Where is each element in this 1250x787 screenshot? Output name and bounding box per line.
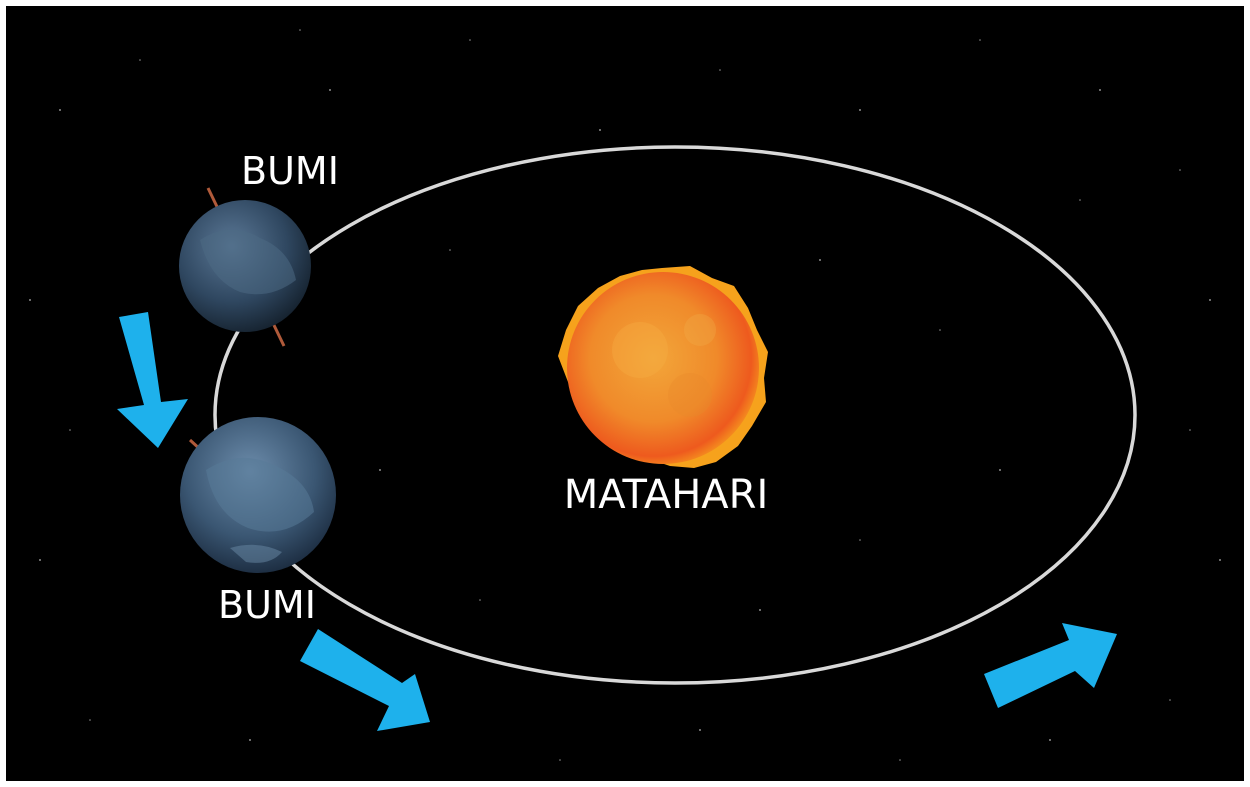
earth-icon bbox=[180, 417, 336, 573]
sun-icon bbox=[558, 266, 768, 468]
sun-label: MATAHARI bbox=[564, 472, 769, 518]
star-field bbox=[29, 29, 1221, 761]
earth-bottom-label: BUMI bbox=[218, 583, 316, 627]
earth-top-label: BUMI bbox=[241, 149, 339, 193]
arrow-icon bbox=[117, 312, 188, 448]
arrow-icon bbox=[300, 629, 430, 731]
earth-icon bbox=[179, 187, 311, 347]
arrow-icon bbox=[984, 623, 1117, 708]
orbit-path bbox=[213, 145, 1137, 685]
